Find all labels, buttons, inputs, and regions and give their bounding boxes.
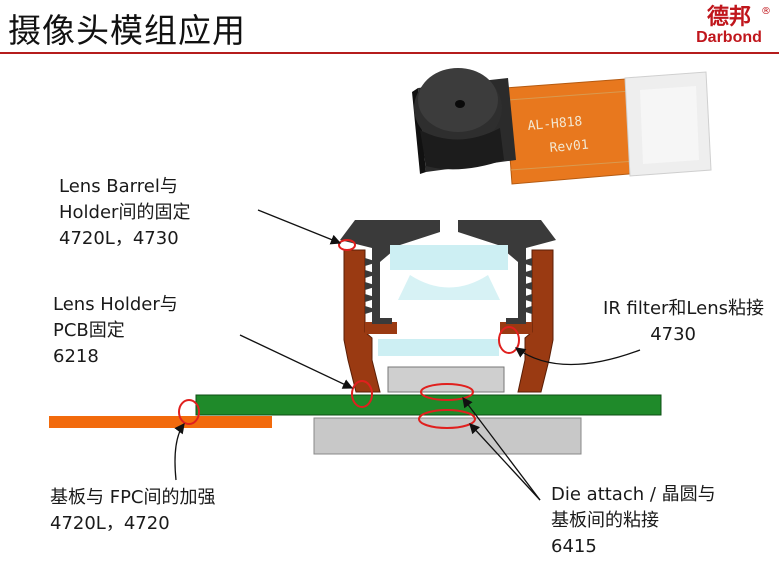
- fpc-strip: [49, 416, 272, 428]
- label-holder-pcb: Lens Holder与 PCB固定 6218: [53, 292, 178, 370]
- logo-english: Darbond: [696, 29, 762, 46]
- label-barrel-holder: Lens Barrel与 Holder间的固定 4720L，4730: [59, 174, 190, 252]
- lens-holder-right: [517, 249, 554, 393]
- leader-ir-filter: [514, 347, 641, 366]
- label-barrel-holder-line1: Lens Barrel与: [59, 176, 178, 197]
- label-holder-pcb-line2: PCB固定: [53, 320, 125, 341]
- cable-print-model: AL-H818: [527, 114, 583, 134]
- logo-chinese: 德邦: [706, 4, 751, 30]
- label-ir-filter-line1: IR filter和Lens粘接: [603, 298, 764, 319]
- barrel-threads-right: [519, 258, 532, 314]
- label-holder-pcb-line3: 6218: [53, 346, 99, 367]
- holder-shelf-right: [500, 322, 532, 334]
- label-barrel-holder-line3: 4720L，4730: [59, 228, 179, 249]
- leader-die-attach-1: [462, 396, 541, 501]
- highlight-substrate-fpc: [178, 399, 200, 425]
- page-title: 摄像头模组应用: [8, 11, 246, 50]
- title-divider: [0, 52, 779, 54]
- highlight-die-attach-top: [420, 383, 474, 401]
- lens-element-bottom: [398, 275, 500, 300]
- label-substrate-fpc: 基板与 FPC间的加强 4720L，4720: [50, 485, 216, 537]
- barrel-threads-left: [365, 258, 378, 314]
- label-die-attach-line1: Die attach / 晶圆与: [551, 484, 716, 505]
- flex-cable: [504, 77, 653, 185]
- cable-stiffener: [624, 71, 712, 177]
- label-holder-pcb-line1: Lens Holder与: [53, 294, 178, 315]
- leader-substrate-fpc: [174, 422, 185, 481]
- logo-registered-mark: ®: [761, 6, 771, 17]
- label-ir-filter-line2: 4730: [650, 324, 696, 345]
- lens-barrel: [340, 220, 440, 324]
- lens-holder-left: [343, 249, 381, 393]
- label-die-attach-line2: 基板间的粘接: [551, 510, 659, 531]
- label-barrel-holder-line2: Holder间的固定: [59, 202, 191, 223]
- ir-filter: [378, 339, 499, 356]
- lens-barrel-right: [458, 220, 556, 324]
- leader-die-attach-2: [469, 423, 541, 501]
- company-logo: 德邦 ® Darbond: [689, 4, 771, 46]
- leader-barrel-holder: [257, 209, 342, 245]
- lens-aperture-icon: [455, 100, 465, 108]
- sensor-die: [387, 366, 505, 393]
- label-die-attach: Die attach / 晶圆与 基板间的粘接 6415: [551, 482, 716, 560]
- highlight-barrel-holder: [338, 239, 356, 251]
- highlight-die-attach-bottom: [418, 409, 476, 429]
- cable-print-rev: Rev01: [549, 138, 589, 156]
- label-die-attach-line3: 6415: [551, 536, 597, 557]
- leader-holder-pcb: [239, 334, 354, 389]
- label-ir-filter: IR filter和Lens粘接 4730: [574, 296, 764, 348]
- lens-element-top: [390, 245, 508, 270]
- camera-body: [412, 68, 516, 174]
- label-substrate-fpc-line1: 基板与 FPC间的加强: [50, 487, 216, 508]
- substrate-block: [313, 417, 582, 455]
- highlight-ir-filter: [498, 326, 520, 354]
- holder-shelf-left: [365, 322, 397, 334]
- label-substrate-fpc-line2: 4720L，4720: [50, 513, 170, 534]
- highlight-holder-pcb: [351, 380, 373, 408]
